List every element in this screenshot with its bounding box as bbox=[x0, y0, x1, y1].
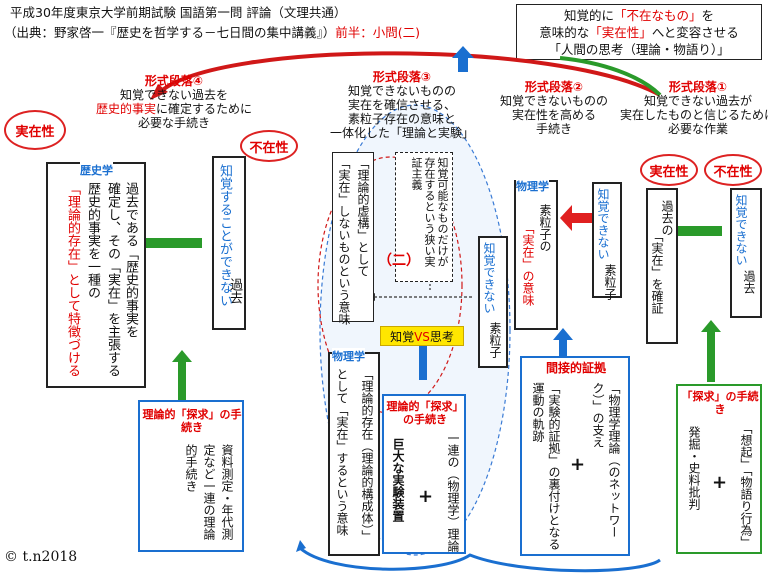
col2-main-box: 物理学 素粒子の 「実在」の意味 bbox=[514, 178, 558, 330]
col4-right-box: 知覚することができない 過去 bbox=[212, 156, 246, 330]
p1-label: 形式段落① 知覚できない過去が 実在したものと信じるために 必要な作業 bbox=[620, 80, 768, 136]
p3-label: 形式段落③ 知覚できないものの 実在を確信させる、 素粒子存在の意味と 一体化し… bbox=[330, 70, 475, 140]
col3-inner1-a: 「理論的虚構」として bbox=[356, 157, 370, 277]
col2-text-a: 素粒子の bbox=[538, 204, 552, 252]
copyright: © t.n2018 bbox=[4, 549, 78, 565]
thesis-line-1: 知覚的に「不在なもの」を bbox=[563, 8, 715, 23]
vs-box: 知覚VS思考 bbox=[380, 326, 464, 346]
top-arc-red bbox=[158, 51, 661, 97]
vs-arrow-shaft bbox=[419, 344, 427, 380]
top-arc-head bbox=[150, 84, 168, 100]
thesis-box: 知覚的に「不在なもの」を 意味的な「実在性」へと変容させる 「人間の思考（理論・… bbox=[516, 4, 762, 60]
col1-cloud-left: 実在性 bbox=[640, 154, 698, 186]
col4-text-c: 歴史的事実を一種の bbox=[85, 182, 100, 299]
center-up-arrow-shaft bbox=[458, 56, 468, 72]
col3-physics-box: 物理学 「理論的存在（理論的構成体）」 として「実在」するという意味 bbox=[328, 348, 380, 556]
b4-title: 理論的「探求」の手続き bbox=[142, 408, 242, 434]
col3-inner1-b: 「実在」しないものという意味 bbox=[337, 157, 351, 325]
col1-main-box: 過去の 「実在」を確証 bbox=[646, 188, 678, 344]
col1-right-black: 過去 bbox=[742, 270, 756, 294]
b3-plus: + bbox=[418, 486, 434, 507]
col1-text-b: 「実在」を確証 bbox=[650, 230, 664, 314]
b4-box: 理論的「探求」の手続き 資料測定・年代測定など一連の理論的手続き bbox=[138, 400, 244, 552]
col1-right-box: 知覚できない 過去 bbox=[730, 188, 762, 318]
top-arc-green bbox=[559, 56, 662, 97]
header-source: （出典：野家啓一『歴史を哲学する－七日間の集中講義』） bbox=[4, 25, 336, 40]
bottom-arc bbox=[298, 546, 661, 573]
thesis-line-3: 「人間の思考（理論・物語り）」 bbox=[548, 42, 730, 57]
col4-cloud-right: 不在性 bbox=[240, 130, 298, 162]
col4-text-d: 「理論的存在」として特徴づける bbox=[65, 182, 80, 377]
b3-b: 巨大な実験装置 bbox=[391, 438, 405, 522]
col3-physics-a: 「理論的存在（理論的構成体）」 bbox=[360, 368, 374, 542]
p2-label: 形式段落② 知覚できないものの 実在性を高める 手続き bbox=[500, 80, 609, 136]
b4-up-shaft bbox=[178, 360, 186, 400]
col2-red-arrow-shaft bbox=[572, 213, 594, 223]
col4-text-a: 過去である「歴史的事実を bbox=[123, 182, 138, 338]
col3-inner2: 知覚可能なものだけが存在するという狭い実証主義 bbox=[410, 157, 449, 267]
b2-plus: + bbox=[570, 454, 586, 475]
b2-up-shaft bbox=[559, 338, 567, 358]
col3-physics-b: として「実在」するという意味 bbox=[335, 368, 349, 536]
b1-b: 発掘・史料批判 bbox=[687, 426, 701, 510]
b1-up-head bbox=[701, 320, 721, 332]
col4-main-box: 歴史学 過去である「歴史的事実を 確定し、その「実在」を主張する 歴史的事実を一… bbox=[46, 162, 146, 388]
col3-right-black: 素粒子 bbox=[488, 322, 502, 358]
col4-right-blue: 知覚することができない bbox=[217, 164, 232, 307]
header-title: 平成30年度東京大学前期試験 国語第一問 評論（文理共通） bbox=[10, 5, 347, 20]
b1-plus: + bbox=[712, 472, 728, 493]
b2-up-head bbox=[553, 328, 573, 340]
b1-title: 「探求」の手続き bbox=[681, 390, 759, 416]
col3-right-blue: 知覚できない bbox=[482, 242, 496, 314]
col2-right-box: 知覚できない 素粒子 bbox=[592, 182, 622, 300]
b2-box: 間接的証拠 「物理学理論（のネットワーク）」の支え 「実験的証拠」の裏付けとなる… bbox=[520, 356, 630, 556]
header-part: 前半：小問(二) bbox=[335, 25, 421, 40]
col3-right-box: 知覚できない 素粒子 bbox=[478, 236, 508, 368]
question-circle bbox=[317, 156, 463, 414]
col3-inner-box-2: 知覚可能なものだけが存在するという狭い実証主義 bbox=[395, 152, 453, 282]
col4-tag: 歴史学 bbox=[80, 162, 113, 178]
col3-circle-label: （二） bbox=[378, 253, 420, 269]
col1-right-blue: 知覚できない bbox=[734, 194, 748, 266]
col4-text-b: 確定し、その「実在」を主張する bbox=[105, 182, 120, 377]
col4-cloud-left: 実在性 bbox=[4, 110, 66, 150]
b1-up-shaft bbox=[707, 330, 715, 382]
b3-a: 一連の（物理学）理論 bbox=[446, 432, 460, 552]
b4-up-head bbox=[172, 350, 192, 362]
b4-text: 資料測定・年代測定など一連の理論的手続き bbox=[184, 444, 234, 540]
col4-green-arrow-shaft bbox=[112, 238, 202, 248]
col1-green-arrow-shaft bbox=[678, 226, 722, 236]
col3-physics-tag: 物理学 bbox=[332, 348, 365, 364]
center-up-arrow-head bbox=[452, 46, 474, 58]
col2-tag: 物理学 bbox=[516, 178, 549, 194]
b3-box: 理論的「探求」の手続き 一連の（物理学）理論 巨大な実験装置 + bbox=[382, 394, 466, 554]
b2-title: 間接的証拠 bbox=[545, 361, 606, 375]
col2-red-arrow-head bbox=[560, 205, 572, 231]
col2-right-black: 素粒子 bbox=[603, 264, 617, 300]
col2-text-b: 「実在」の意味 bbox=[521, 222, 535, 306]
thesis-line-2: 意味的な「実在性」へと変容させる bbox=[539, 25, 739, 40]
b1-a: 「想起」「物語り行為」 bbox=[739, 422, 753, 548]
header-source-line: （出典：野家啓一『歴史を哲学する－七日間の集中講義』）前半：小問(二) bbox=[4, 22, 420, 41]
b3-title: 理論的「探求」の手続き bbox=[386, 400, 464, 426]
col3-inner-box-1: 「理論的虚構」として 「実在」しないものという意味 bbox=[332, 152, 374, 325]
b1-box: 「探求」の手続き 「想起」「物語り行為」 発掘・史料批判 + bbox=[676, 384, 762, 554]
bottom-arc-head bbox=[296, 540, 306, 552]
p4-label: 形式段落④ 知覚できない過去を 歴史的事実に確定するために 必要な手続き bbox=[96, 74, 253, 130]
b2-a: 「物理学理論（のネットワーク）」の支え bbox=[591, 382, 621, 538]
col2-right-blue: 知覚できない bbox=[596, 188, 610, 260]
col4-right-black: 過去 bbox=[227, 278, 242, 304]
b2-b: 「実験的証拠」の裏付けとなる運動の軌跡 bbox=[531, 382, 561, 550]
col1-cloud-right: 不在性 bbox=[704, 154, 762, 186]
col1-text-a: 過去の bbox=[660, 200, 674, 236]
